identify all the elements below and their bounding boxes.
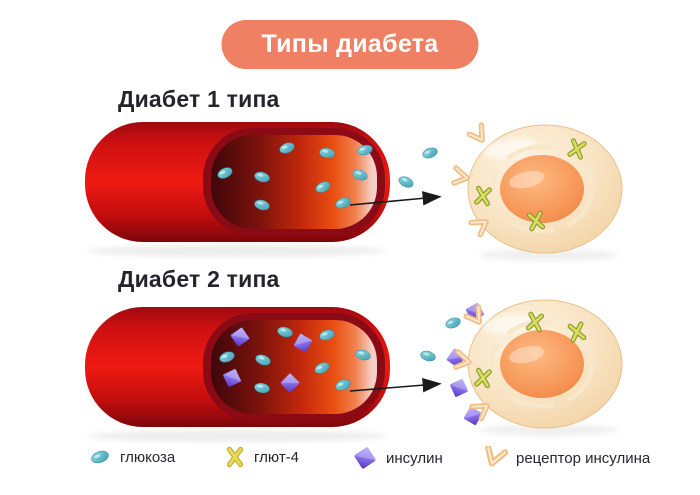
glucose-icon	[396, 174, 416, 190]
vessel-body	[85, 122, 390, 257]
cell-body	[468, 125, 622, 261]
legend-item-insulin-receptor: рецептор инсулина	[482, 446, 650, 470]
legend-label: рецептор инсулина	[516, 449, 651, 467]
glucose-icon	[420, 145, 440, 161]
title-banner: Типы диабета	[221, 20, 479, 69]
insulin-receptor-icon	[469, 124, 489, 144]
cell	[454, 124, 622, 261]
type-1-illustration	[0, 112, 700, 264]
glucose-icon	[89, 448, 111, 466]
insulin-icon	[352, 446, 378, 470]
insulin-icon	[446, 375, 472, 401]
legend-label: глюкоза	[120, 448, 176, 466]
section-title-type-1: Диабет 1 типа	[118, 86, 280, 112]
legend-label: инсулин	[386, 449, 443, 467]
title-banner-label: Типы диабета	[261, 30, 439, 58]
glucose-icon	[443, 315, 463, 331]
arrow	[349, 191, 442, 206]
legend-item-insulin: инсулин	[352, 446, 443, 470]
blood-vessel	[85, 122, 390, 257]
cell	[456, 300, 622, 436]
glut4-icon	[226, 446, 244, 468]
cell-body	[468, 300, 622, 436]
insulin-receptor-icon	[454, 168, 467, 183]
glucose-icon	[419, 349, 437, 363]
legend-item-glut4: глют-4	[224, 446, 299, 468]
legend-label: глют-4	[254, 448, 300, 466]
arrow	[349, 377, 442, 393]
legend-item-glucose: глюкоза	[88, 446, 175, 468]
type-2-illustration	[0, 292, 700, 444]
section-title-type-2: Диабет 2 типа	[118, 266, 280, 292]
legend: глюкоза глют-4 инсулин рецептор инсулина	[0, 446, 700, 478]
insulin-receptor-icon	[482, 446, 508, 470]
